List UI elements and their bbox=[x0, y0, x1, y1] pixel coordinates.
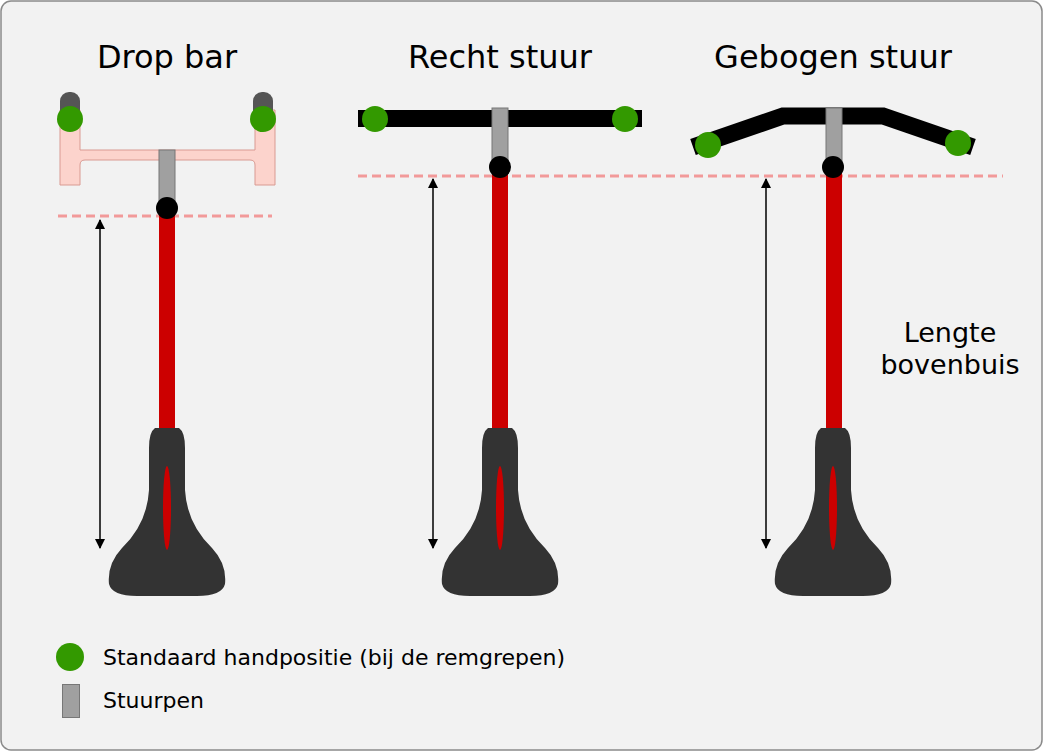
legend-swatch-circle bbox=[56, 643, 84, 671]
panel-title: Drop bar bbox=[97, 38, 237, 76]
panel-title: Recht stuur bbox=[408, 38, 592, 76]
legend-text: Standaard handpositie (bij de remgrepen) bbox=[103, 645, 565, 670]
dimension-label: Lengte bovenbuis bbox=[875, 317, 1025, 381]
panel-title: Gebogen stuur bbox=[714, 38, 952, 76]
legend-swatch-rect bbox=[62, 684, 80, 718]
legend-text: Stuurpen bbox=[103, 688, 204, 713]
